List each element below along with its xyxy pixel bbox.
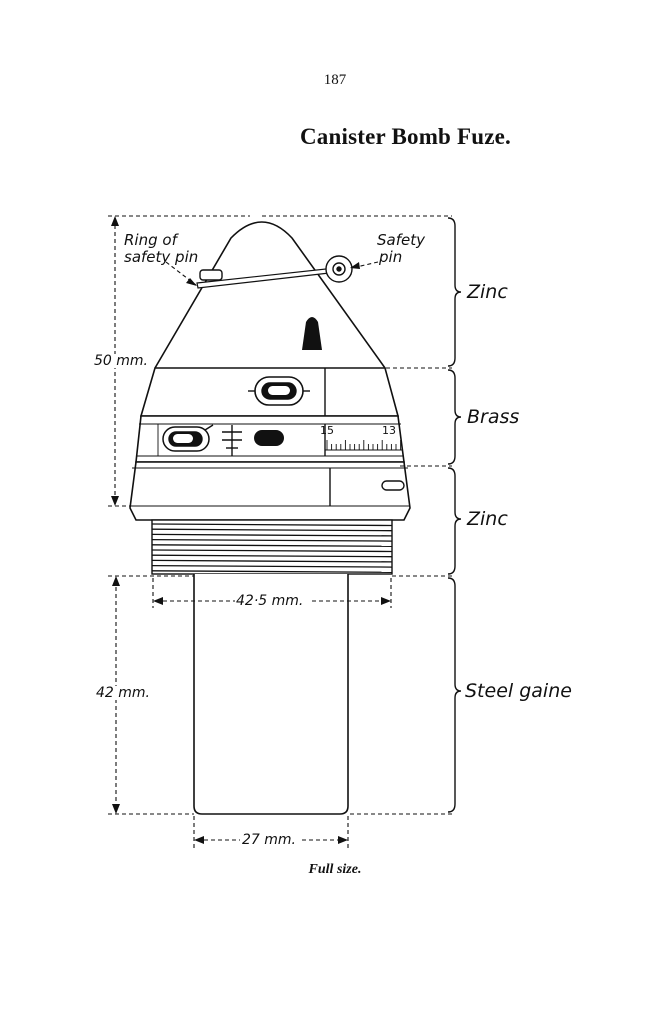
dim-label-42-5mm: 42·5 mm. <box>236 593 304 609</box>
page-number: 187 <box>323 72 347 88</box>
thread-line <box>151 528 393 532</box>
steel-gaine <box>193 574 349 815</box>
bracket-zinc-upper <box>447 217 462 367</box>
zinc-band-lower <box>129 461 411 521</box>
dim-label-27mm: 27 mm. <box>242 832 296 848</box>
label-ring-line2: safety pin <box>124 248 199 266</box>
scale-ticks <box>326 440 402 450</box>
label-steel-gaine: Steel gaine <box>465 680 572 702</box>
bracket-steel-gaine <box>447 577 462 813</box>
material-brackets <box>447 217 462 813</box>
label-safety-pin: Safety pin <box>377 232 425 266</box>
thread-line <box>151 549 393 553</box>
label-safety-line1: Safety <box>377 231 425 249</box>
brass-band-lower <box>135 415 405 463</box>
thread-line <box>151 559 393 563</box>
thread-line <box>151 564 393 568</box>
cone-window <box>302 317 322 350</box>
dim-label-42mm: 42 mm. <box>94 685 152 701</box>
label-safety-line2: pin <box>379 248 403 266</box>
thread-line <box>151 554 393 558</box>
arrow-heads <box>111 216 391 844</box>
thread-line <box>151 538 393 542</box>
dim-label-50mm: 50 mm. <box>92 353 150 369</box>
thread-line <box>151 570 393 573</box>
thread-line <box>151 523 393 527</box>
thread-line <box>151 544 393 547</box>
label-brass: Brass <box>467 406 520 428</box>
figure-caption: Full size. <box>308 862 362 877</box>
fuze-drawing <box>129 221 411 815</box>
brass-band-upper <box>139 367 400 417</box>
bracket-brass <box>447 369 462 465</box>
threaded-section <box>151 519 393 575</box>
thread-line <box>151 533 393 537</box>
thread-lines <box>151 523 393 573</box>
bracket-zinc-lower <box>447 467 462 575</box>
label-zinc-lower: Zinc <box>467 508 508 530</box>
scale-mark-13: 13 <box>382 424 396 437</box>
scale-mark-15: 15 <box>320 424 334 437</box>
safety-pin <box>196 255 353 289</box>
fuze-cone <box>154 221 386 369</box>
label-zinc-upper: Zinc <box>467 281 508 303</box>
page-title: Canister Bomb Fuze. <box>300 124 512 149</box>
label-ring-line1: Ring of <box>124 231 177 249</box>
label-ring-of-safety-pin: Ring of safety pin <box>124 232 198 266</box>
